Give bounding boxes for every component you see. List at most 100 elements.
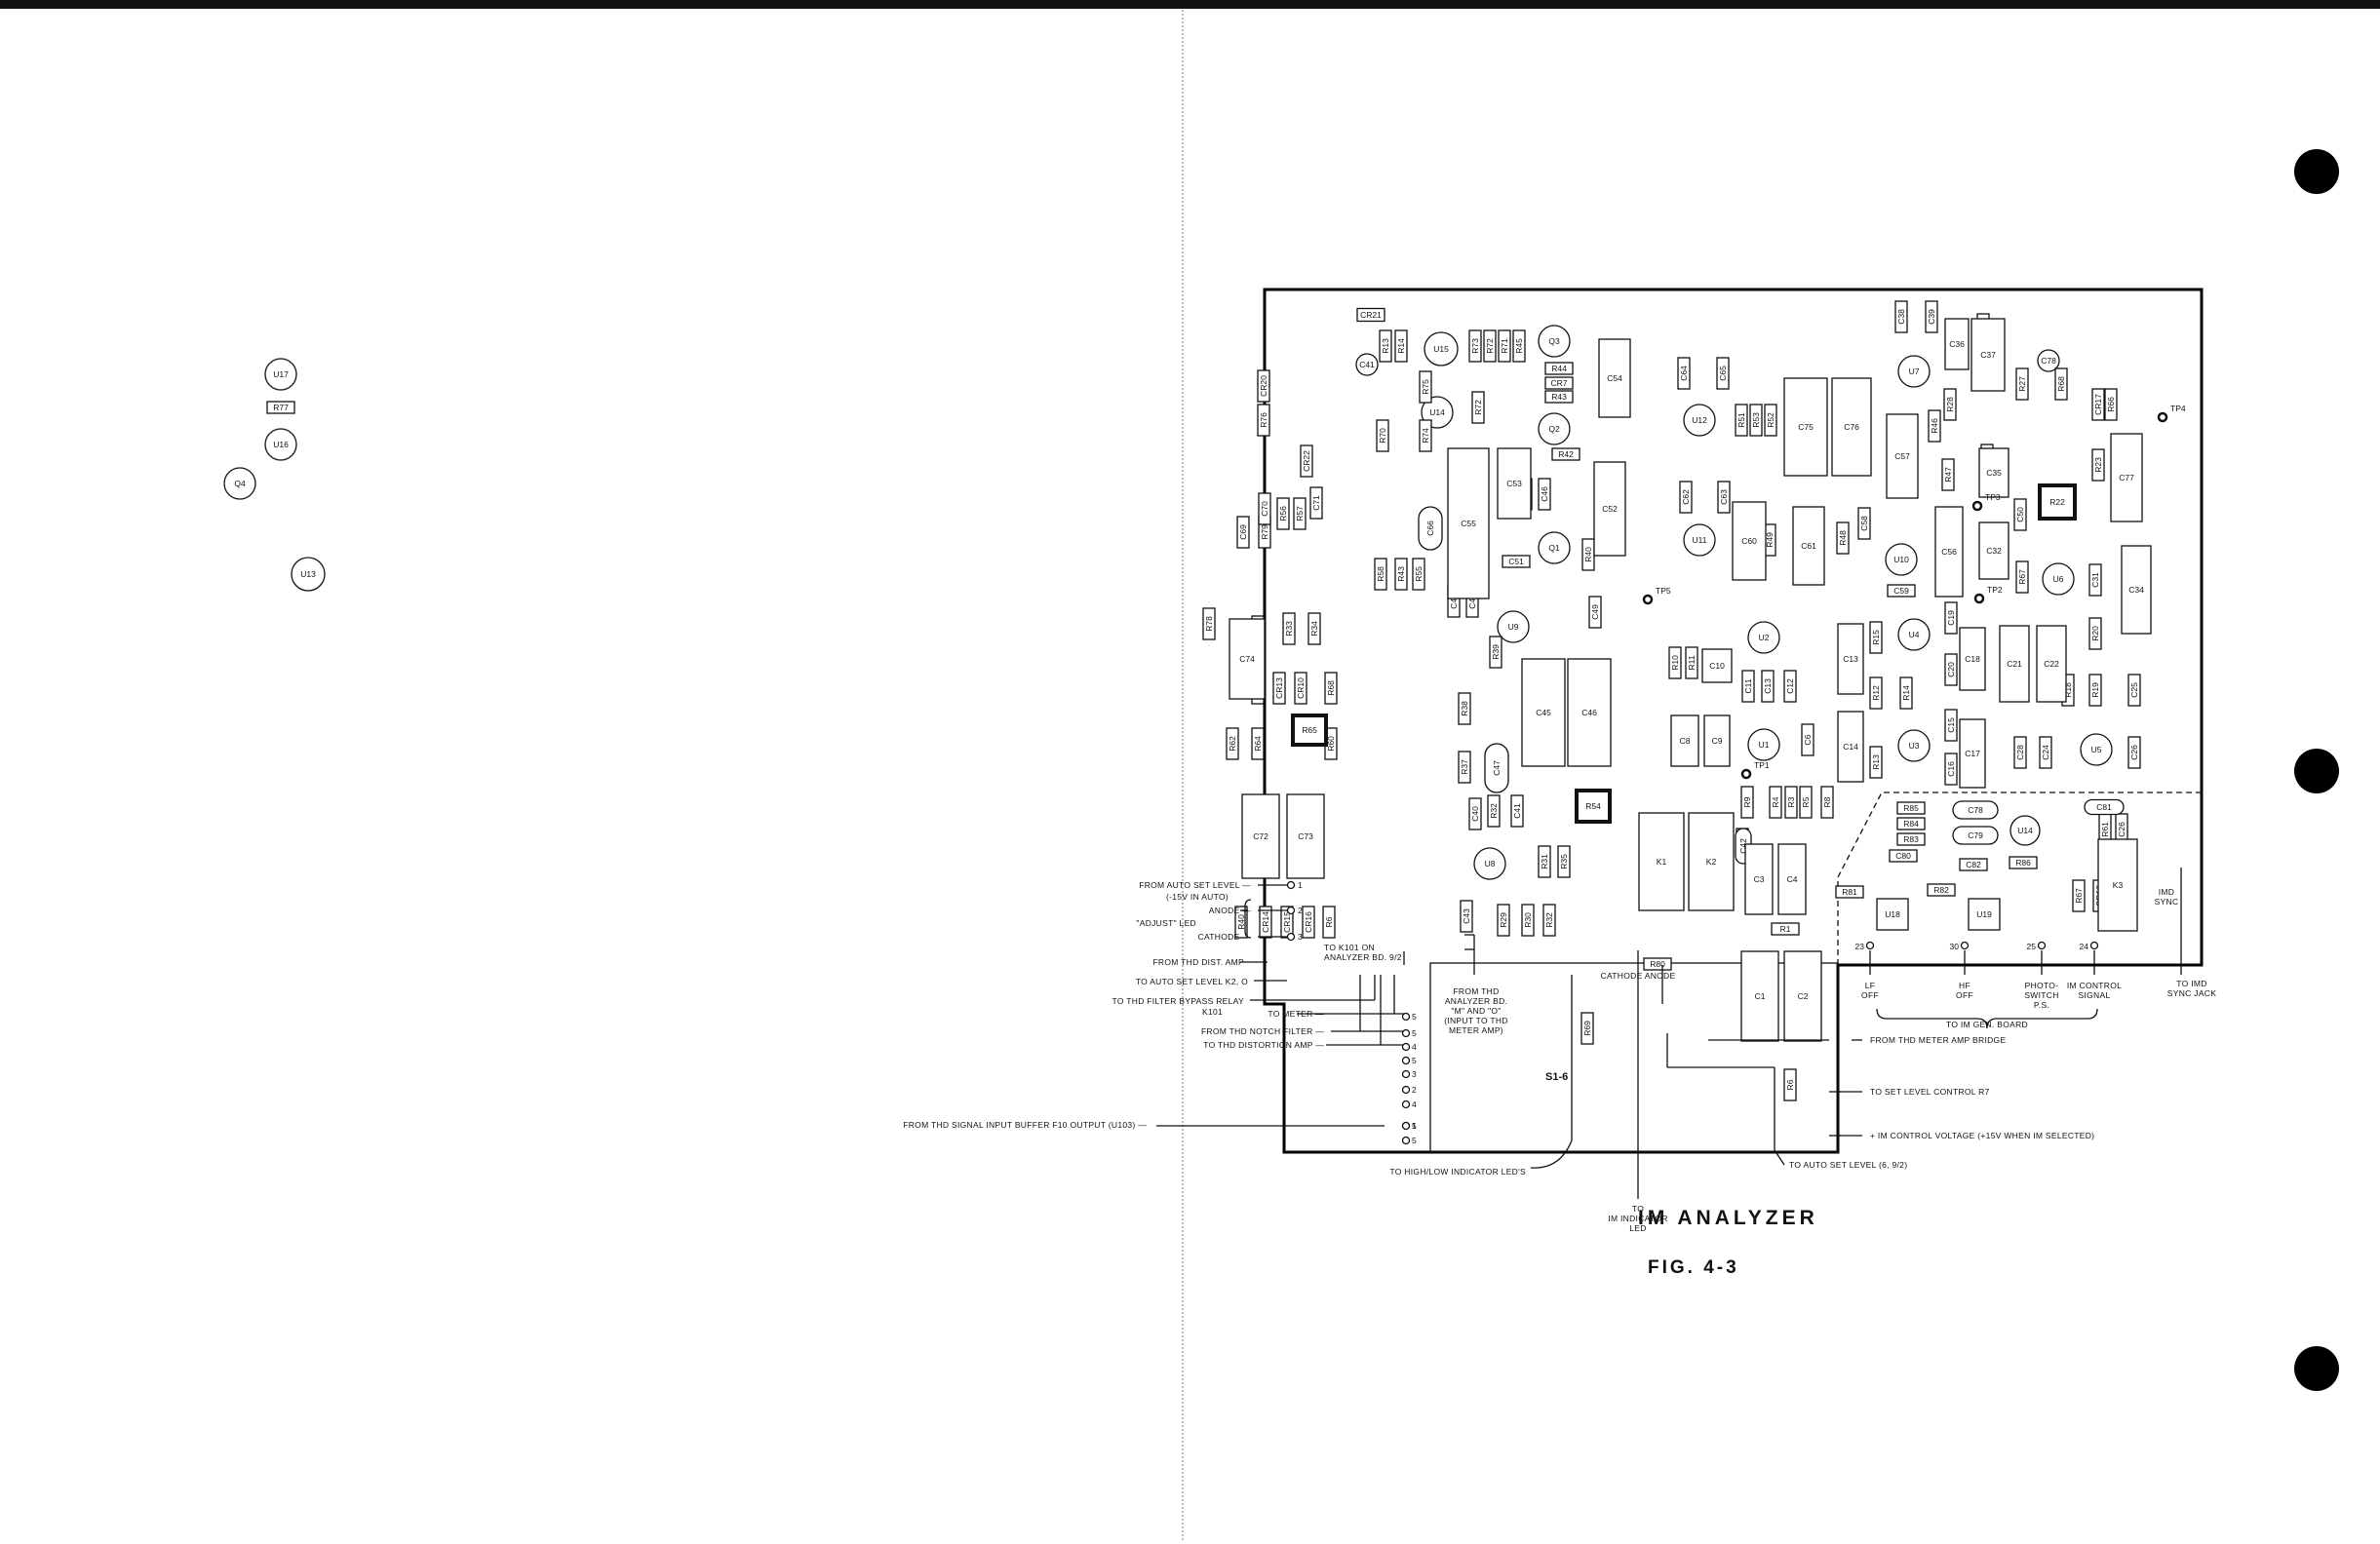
connector-number: 24 xyxy=(2080,942,2089,951)
part-label: R44 xyxy=(1551,364,1567,373)
signal-label: ANODE — xyxy=(1209,906,1251,915)
part-outline xyxy=(2091,448,2105,482)
part-label: R31 xyxy=(1540,854,1549,869)
binder-hole-top xyxy=(2294,149,2339,194)
im-indicator-line: IM INDICATOR xyxy=(1608,1214,1667,1223)
signal-label: TO IM GEN. BOARD xyxy=(1946,1020,2028,1029)
capacitor-label: C47 xyxy=(1492,760,1502,776)
part-outline xyxy=(1259,906,1272,939)
part-outline xyxy=(1324,672,1338,705)
capacitor-outline xyxy=(1355,353,1379,376)
ic-label: U5 xyxy=(2091,745,2102,754)
part-outline xyxy=(1771,922,1800,936)
component-label: C17 xyxy=(1965,749,1980,758)
part-label: C50 xyxy=(2015,507,2025,522)
part-label: R13 xyxy=(1871,754,1881,770)
component-label: C60 xyxy=(1741,536,1757,546)
ic-label: U15 xyxy=(1433,344,1449,354)
part-label: R51 xyxy=(1736,412,1746,428)
component-outline xyxy=(1837,711,1864,783)
component-outline xyxy=(1593,461,1626,557)
part-label: R74 xyxy=(1421,428,1430,444)
component-outline xyxy=(1688,812,1735,911)
s1-pin-number: 5 xyxy=(1412,1012,1417,1022)
component-label: K1 xyxy=(1657,857,1667,867)
part-label: R14 xyxy=(1901,685,1911,701)
component-label: C35 xyxy=(1986,468,2002,478)
connector-signal: LF xyxy=(1865,981,1876,990)
part-outline xyxy=(1801,723,1814,756)
part-label: R55 xyxy=(1414,566,1424,582)
part-outline xyxy=(1460,900,1473,933)
component-outline xyxy=(1703,714,1731,767)
signal-label: FROM THD NOTCH FILTER — xyxy=(1201,1026,1324,1036)
part-outline xyxy=(1542,904,1556,937)
im-indicator-line: TO xyxy=(1632,1204,1644,1214)
from-thd-line: (INPUT TO THD xyxy=(1444,1016,1508,1025)
signal-label: TO SET LEVEL CONTROL R7 xyxy=(1870,1087,1990,1097)
capacitor-label: C42 xyxy=(1738,838,1748,854)
test-point-label: TP4 xyxy=(2170,404,2186,413)
ic-label: U2 xyxy=(1759,633,1770,642)
component-outline xyxy=(1978,447,2009,498)
component-label: C34 xyxy=(2128,585,2144,595)
ic-outline xyxy=(1747,621,1780,654)
board-outline xyxy=(1263,288,2204,1154)
ic-label: U8 xyxy=(1485,859,1496,868)
signal-label: TO K101 ON xyxy=(1324,943,1375,952)
component-label: C9 xyxy=(1712,736,1723,746)
component-label: C3 xyxy=(1754,874,1765,884)
binder-hole-bottom xyxy=(2294,1346,2339,1391)
component-outline xyxy=(1740,950,1779,1042)
part-outline xyxy=(1258,492,1271,525)
figure-number: FIG. 4-3 xyxy=(1648,1257,1739,1278)
connector-signal: HF xyxy=(1959,981,1970,990)
s1-pin xyxy=(1401,1121,1411,1131)
part-label: CR7 xyxy=(1550,378,1567,388)
part-outline xyxy=(1857,507,1871,540)
part-outline xyxy=(1544,376,1574,390)
component-label: C4 xyxy=(1787,874,1798,884)
im-indicator-line: LED xyxy=(1629,1223,1646,1233)
part-label: R64 xyxy=(1253,736,1263,752)
component-label: C54 xyxy=(1607,373,1622,383)
part-label: C58 xyxy=(1859,516,1869,531)
component-outline xyxy=(2097,838,2138,932)
connector-signal: OFF xyxy=(1861,990,1879,1000)
component-label: K2 xyxy=(1706,857,1717,867)
part-outline xyxy=(1668,646,1682,679)
part-label: R82 xyxy=(1933,885,1949,895)
part-outline xyxy=(1761,670,1775,703)
part-outline xyxy=(1899,676,1913,710)
s1-switch-box: S1-6 xyxy=(1429,962,1839,1153)
ic-label: U14 xyxy=(2017,826,2033,835)
part-label: C15 xyxy=(1946,717,1956,733)
part-label: C11 xyxy=(1743,678,1753,693)
part-label: CR13 xyxy=(1274,677,1284,699)
part-outline xyxy=(1799,786,1813,819)
part-outline xyxy=(1394,558,1408,591)
component-label: C22 xyxy=(2044,659,2059,669)
part-outline xyxy=(1276,497,1290,530)
part-label: R18 xyxy=(2063,682,2073,698)
part-outline xyxy=(1835,885,1864,899)
component-label: C45 xyxy=(1536,708,1551,717)
part-outline xyxy=(1234,906,1248,939)
part-outline xyxy=(1677,357,1691,390)
component-label: C56 xyxy=(1941,547,1957,557)
part-outline xyxy=(1471,391,1485,424)
part-label: R66 xyxy=(2106,397,2116,412)
part-outline xyxy=(2127,736,2141,769)
part-outline xyxy=(2015,560,2029,594)
part-label: R38 xyxy=(1460,701,1469,716)
part-label: R69 xyxy=(1582,1021,1592,1036)
component-outline xyxy=(1876,898,1909,931)
part-outline xyxy=(1557,845,1571,878)
part-label: R80 xyxy=(1650,959,1665,969)
part-outline xyxy=(1309,486,1323,520)
part-outline xyxy=(1551,447,1580,461)
ic-outline xyxy=(264,428,297,461)
component-label: C14 xyxy=(1843,742,1858,752)
part-label: R47 xyxy=(1943,467,1953,482)
